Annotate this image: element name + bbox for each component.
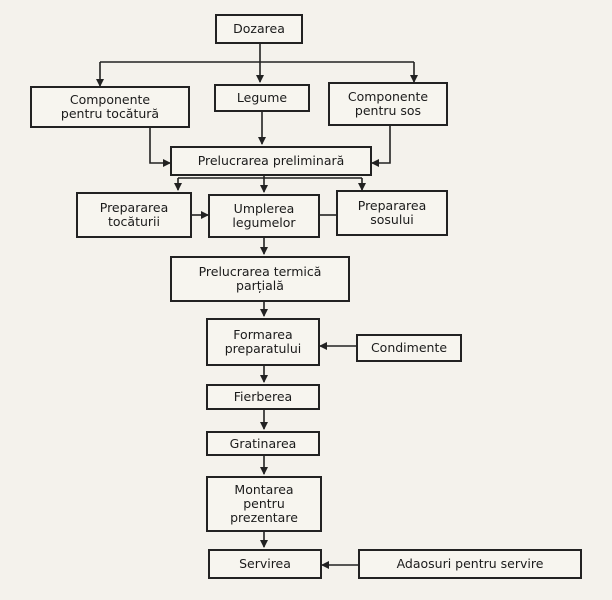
node-prepararea-tocaturii: Prepararea tocăturii xyxy=(76,192,192,238)
node-componente-tocatura: Componente pentru tocătură xyxy=(30,86,190,128)
node-fierberea: Fierberea xyxy=(206,384,320,410)
node-umplerea-legumelor: Umplerea legumelor xyxy=(208,194,320,238)
node-prelucrarea-termica: Prelucrarea termică parțială xyxy=(170,256,350,302)
node-dozarea: Dozarea xyxy=(215,14,303,44)
node-componente-sos: Componente pentru sos xyxy=(328,82,448,126)
node-formarea-preparatului: Formarea preparatului xyxy=(206,318,320,366)
node-gratinarea: Gratinarea xyxy=(206,431,320,456)
arrow-componente-tocatura-to-prelucrare xyxy=(149,128,171,167)
node-legume: Legume xyxy=(214,84,310,112)
node-prepararea-sosului: Prepararea sosului xyxy=(336,190,448,236)
node-adaosuri-servire: Adaosuri pentru servire xyxy=(358,549,582,579)
arrow-componente-sos-to-prelucrare xyxy=(371,126,391,167)
node-montarea-prezentare: Montarea pentru prezentare xyxy=(206,476,322,532)
node-prelucrarea-preliminara: Prelucrarea preliminară xyxy=(170,146,372,176)
node-servirea: Servirea xyxy=(208,549,322,579)
node-condimente: Condimente xyxy=(356,334,462,362)
